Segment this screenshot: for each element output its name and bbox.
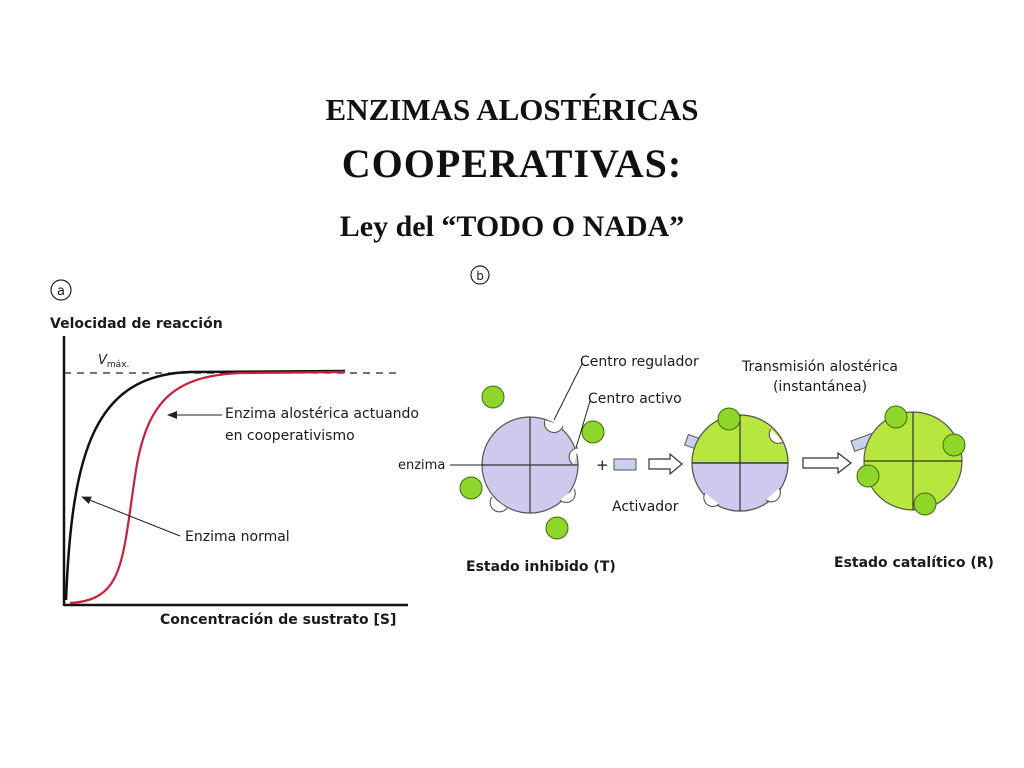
title-line-1: ENZIMAS ALOSTÉRICAS [325,92,699,127]
activador-label: Activador [612,499,679,515]
estado-inhibido-label: Estado inhibido (T) [466,559,616,575]
centro-activo-label: Centro activo [588,391,682,407]
substrate-ball [856,464,880,488]
panel-a-marker [50,279,72,301]
substrate-ball [459,476,483,500]
allosteric-enzyme-curve [69,370,346,605]
normal-enzyme-label: Enzima normal [185,529,290,545]
activator-molecule [613,458,637,471]
x-axis-label: Concentración de sustrato [S] [160,612,396,628]
substrate-ball [884,405,908,429]
y-axis-label: Velocidad de reacción [50,316,223,332]
transition-arrow [802,451,852,475]
transition-arrow [648,452,683,476]
allosteric-label-line1: Enzima alostérica actuando [225,406,419,422]
inhibited-enzyme [481,416,579,514]
panel-b: b enzima Centro regulador Centro activo … [398,265,994,575]
substrate-ball [481,385,505,409]
transmision-label-line1: Transmisión alostérica [741,359,898,375]
centro-regulador-label: Centro regulador [580,354,699,370]
normal-pointer-arrow [81,496,181,537]
title-line-2: COOPERATIVAS: [341,141,683,186]
panel-b-marker-letter: b [476,269,484,283]
substrate-ball [545,516,569,540]
allosteric-label-line2: en cooperativismo [225,428,355,444]
transitioning-enzyme [683,414,789,512]
catalytic-enzyme [850,411,963,511]
centro-regulador-pointer [553,363,583,421]
panel-a-marker-letter: a [57,284,65,299]
title-line-3: Ley del “TODO O NADA” [339,210,685,243]
centro-activo-pointer [575,400,591,449]
plus-sign: + [596,456,609,474]
vmax-label: Vmáx. [98,353,129,370]
substrate-ball [717,407,741,431]
panel-b-marker [470,265,490,285]
estado-catalitico-label: Estado catalítico (R) [834,555,994,571]
transmision-label-line2: (instantánea) [773,379,867,395]
normal-enzyme-curve [64,369,346,601]
substrate-ball [581,420,605,444]
panel-a: a Velocidad de reacción Vmáx. Enzima alo… [50,279,419,628]
substrate-ball [942,433,966,457]
enzima-label: enzima [398,458,445,473]
substrate-ball [913,492,937,516]
